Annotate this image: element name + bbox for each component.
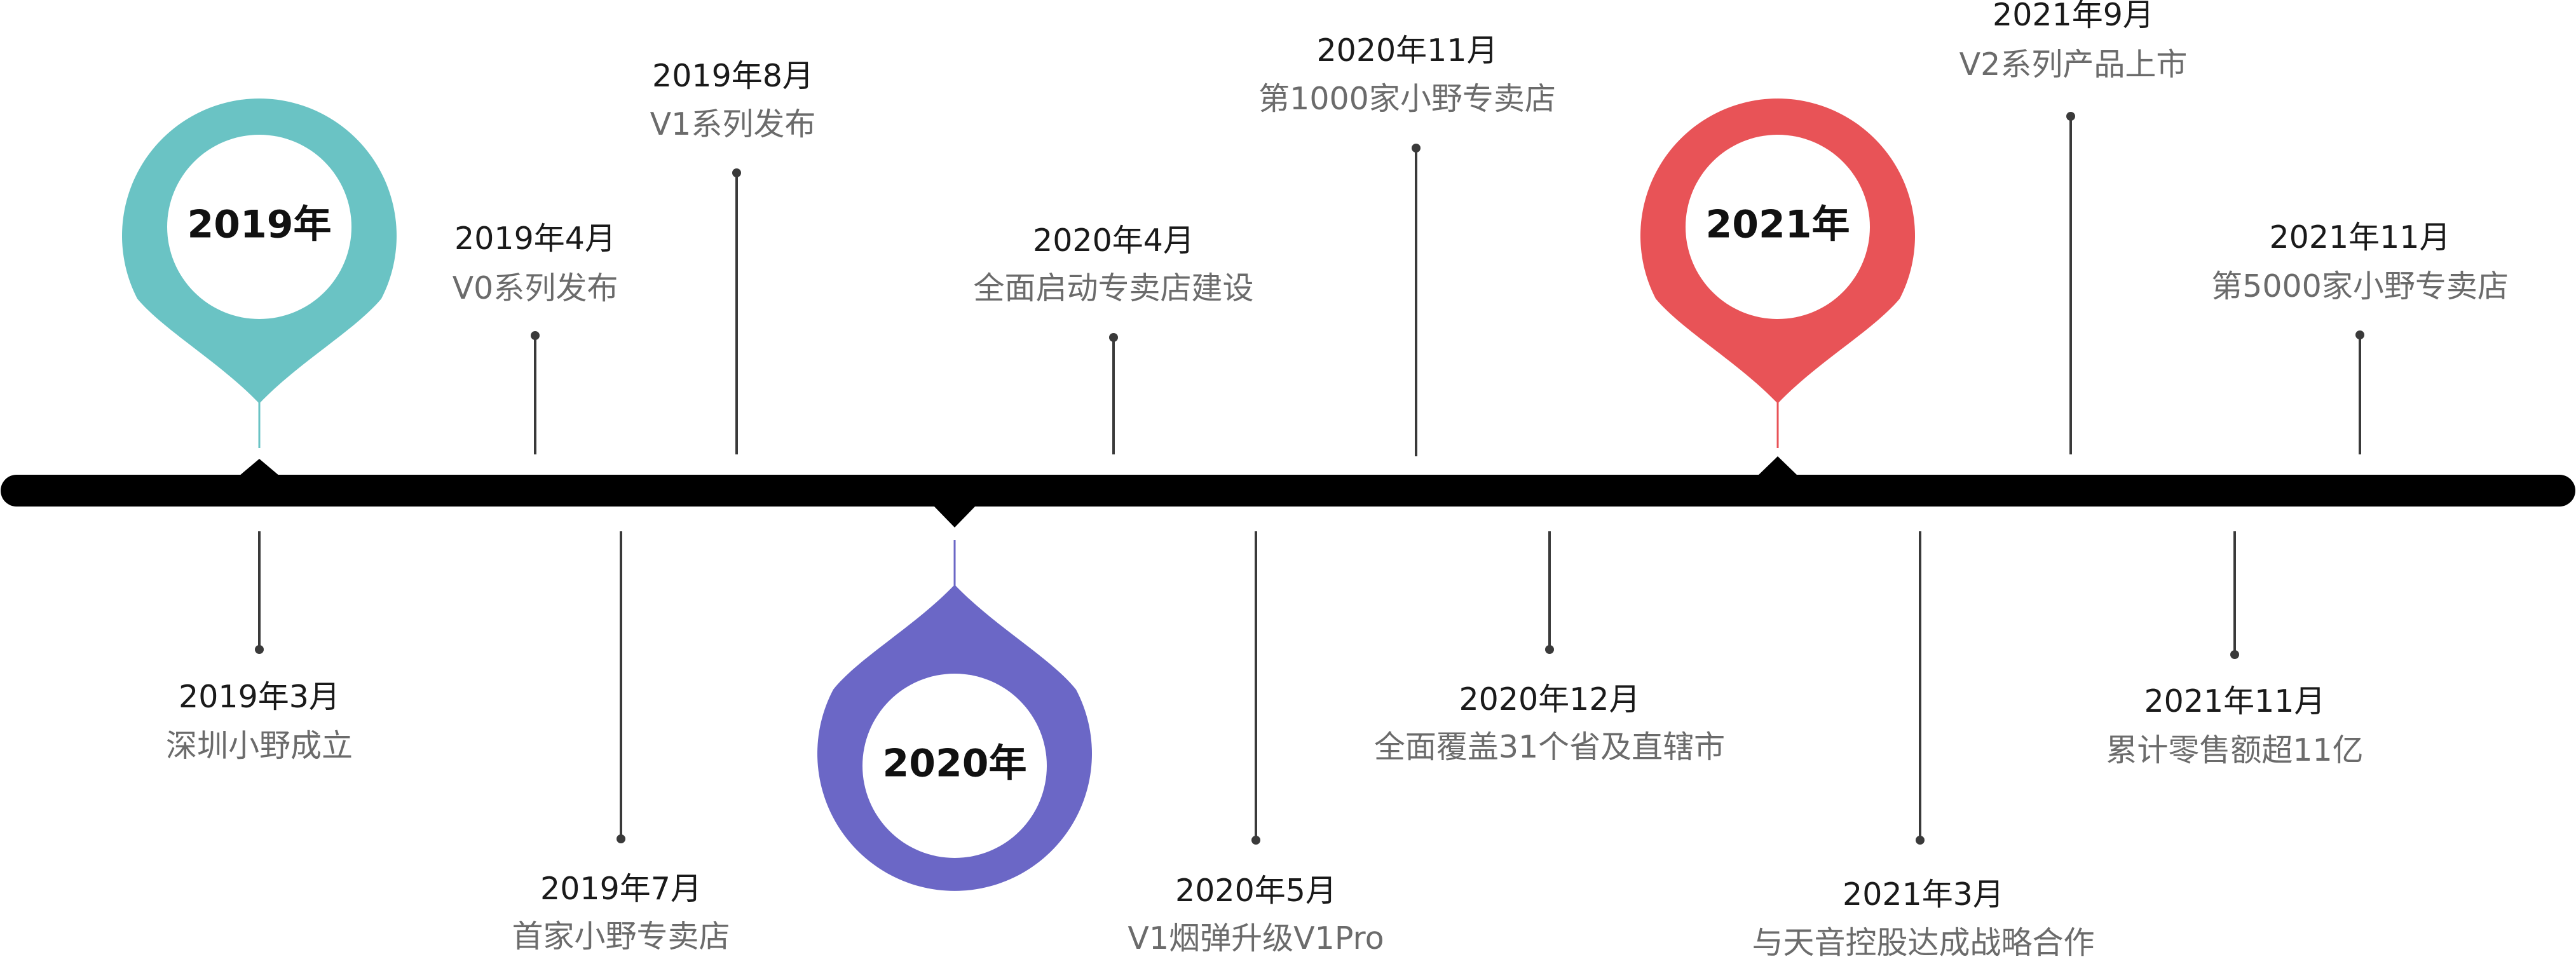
event-marker: 2021年11月 第5000家小野专卖店 xyxy=(2211,219,2509,454)
event-marker: 2019年7月 首家小野专卖店 xyxy=(512,531,730,955)
pin-label-2021: 2021年 xyxy=(1706,203,1850,247)
event-date: 2020年11月 xyxy=(1316,32,1497,69)
event-desc: 累计零售额超11亿 xyxy=(2106,732,2363,768)
event-desc: V2系列产品上市 xyxy=(1959,46,2188,83)
axis-notch-2019 xyxy=(239,459,280,476)
event-marker: 2020年5月 V1烟弹升级V1Pro xyxy=(1128,531,1384,956)
event-date: 2021年9月 xyxy=(1993,0,2154,33)
event-desc: V0系列发布 xyxy=(453,270,618,306)
pin-label-2019: 2019年 xyxy=(187,203,332,247)
event-marker: 2020年12月 全面覆盖31个省及直辖市 xyxy=(1374,531,1725,765)
event-desc: 全面启动专卖店建设 xyxy=(973,270,1253,306)
year-pin-2020: 2020年 xyxy=(817,540,1092,891)
event-desc: V1烟弹升级V1Pro xyxy=(1128,920,1384,956)
event-desc: 第1000家小野专卖店 xyxy=(1258,81,1556,117)
event-date: 2020年4月 xyxy=(1033,222,1194,259)
event-date: 2019年4月 xyxy=(454,221,616,257)
event-date: 2021年11月 xyxy=(2144,683,2325,719)
event-marker: 2021年3月 与天音控股达成战略合作 xyxy=(1752,531,2095,959)
event-date: 2021年11月 xyxy=(2269,219,2450,255)
event-marker: 2020年11月 第1000家小野专卖店 xyxy=(1258,32,1556,456)
event-marker: 2019年3月 深圳小野成立 xyxy=(166,531,353,764)
event-desc: V1系列发布 xyxy=(650,106,816,142)
event-marker: 2019年8月 V1系列发布 xyxy=(650,58,816,454)
event-marker: 2021年11月 累计零售额超11亿 xyxy=(2106,531,2364,768)
event-date: 2020年12月 xyxy=(1459,681,1640,718)
event-marker: 2021年9月 V2系列产品上市 xyxy=(1959,0,2188,454)
year-pin-2019: 2019年 xyxy=(121,99,397,448)
year-pin-2021: 2021年 xyxy=(1640,99,1915,448)
event-marker: 2019年4月 V0系列发布 xyxy=(453,221,618,454)
event-marker: 2020年4月 全面启动专卖店建设 xyxy=(973,222,1254,454)
event-desc: 与天音控股达成战略合作 xyxy=(1752,925,2094,959)
event-date: 2021年3月 xyxy=(1843,876,2004,913)
event-date: 2020年5月 xyxy=(1175,873,1337,909)
event-desc: 全面覆盖31个省及直辖市 xyxy=(1374,729,1725,765)
event-date: 2019年8月 xyxy=(652,58,814,94)
event-desc: 深圳小野成立 xyxy=(166,728,353,764)
pin-label-2020: 2020年 xyxy=(883,742,1027,786)
event-desc: 首家小野专卖店 xyxy=(512,918,730,955)
event-desc: 第5000家小野专卖店 xyxy=(2211,268,2509,304)
event-date: 2019年3月 xyxy=(179,679,340,715)
event-date: 2019年7月 xyxy=(540,871,702,907)
axis-notch-2020 xyxy=(933,505,976,527)
axis-notch-2021 xyxy=(1757,456,1798,476)
